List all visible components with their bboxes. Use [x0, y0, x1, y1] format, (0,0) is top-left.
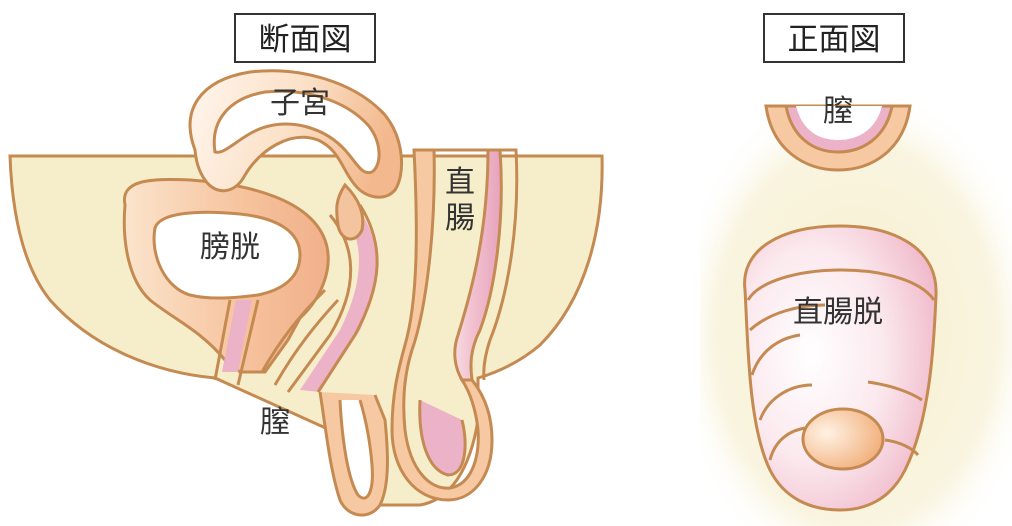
- rectal-prolapse: [745, 226, 936, 510]
- vagina-front-label: 膣: [823, 94, 853, 129]
- uterus-label: 子宮: [270, 86, 330, 121]
- prolapse-label: 直腸脱: [793, 295, 883, 330]
- perineal-loop: [320, 392, 387, 515]
- rectum-label-line2: 腸: [445, 201, 475, 236]
- front-title-box: 正面図: [764, 14, 904, 62]
- section-view: 断面図: [10, 14, 602, 515]
- front-view: 正面図 膣 直腸脱: [700, 14, 1012, 526]
- section-title: 断面図: [259, 22, 352, 58]
- prolapse-opening: [803, 409, 883, 469]
- rectum-label-line1: 直: [445, 165, 475, 200]
- front-title: 正面図: [788, 22, 881, 58]
- vagina-section-label: 膣: [260, 405, 290, 440]
- section-title-box: 断面図: [235, 14, 375, 62]
- pelvis-body: [10, 156, 602, 505]
- bladder-label: 膀胱: [200, 230, 260, 265]
